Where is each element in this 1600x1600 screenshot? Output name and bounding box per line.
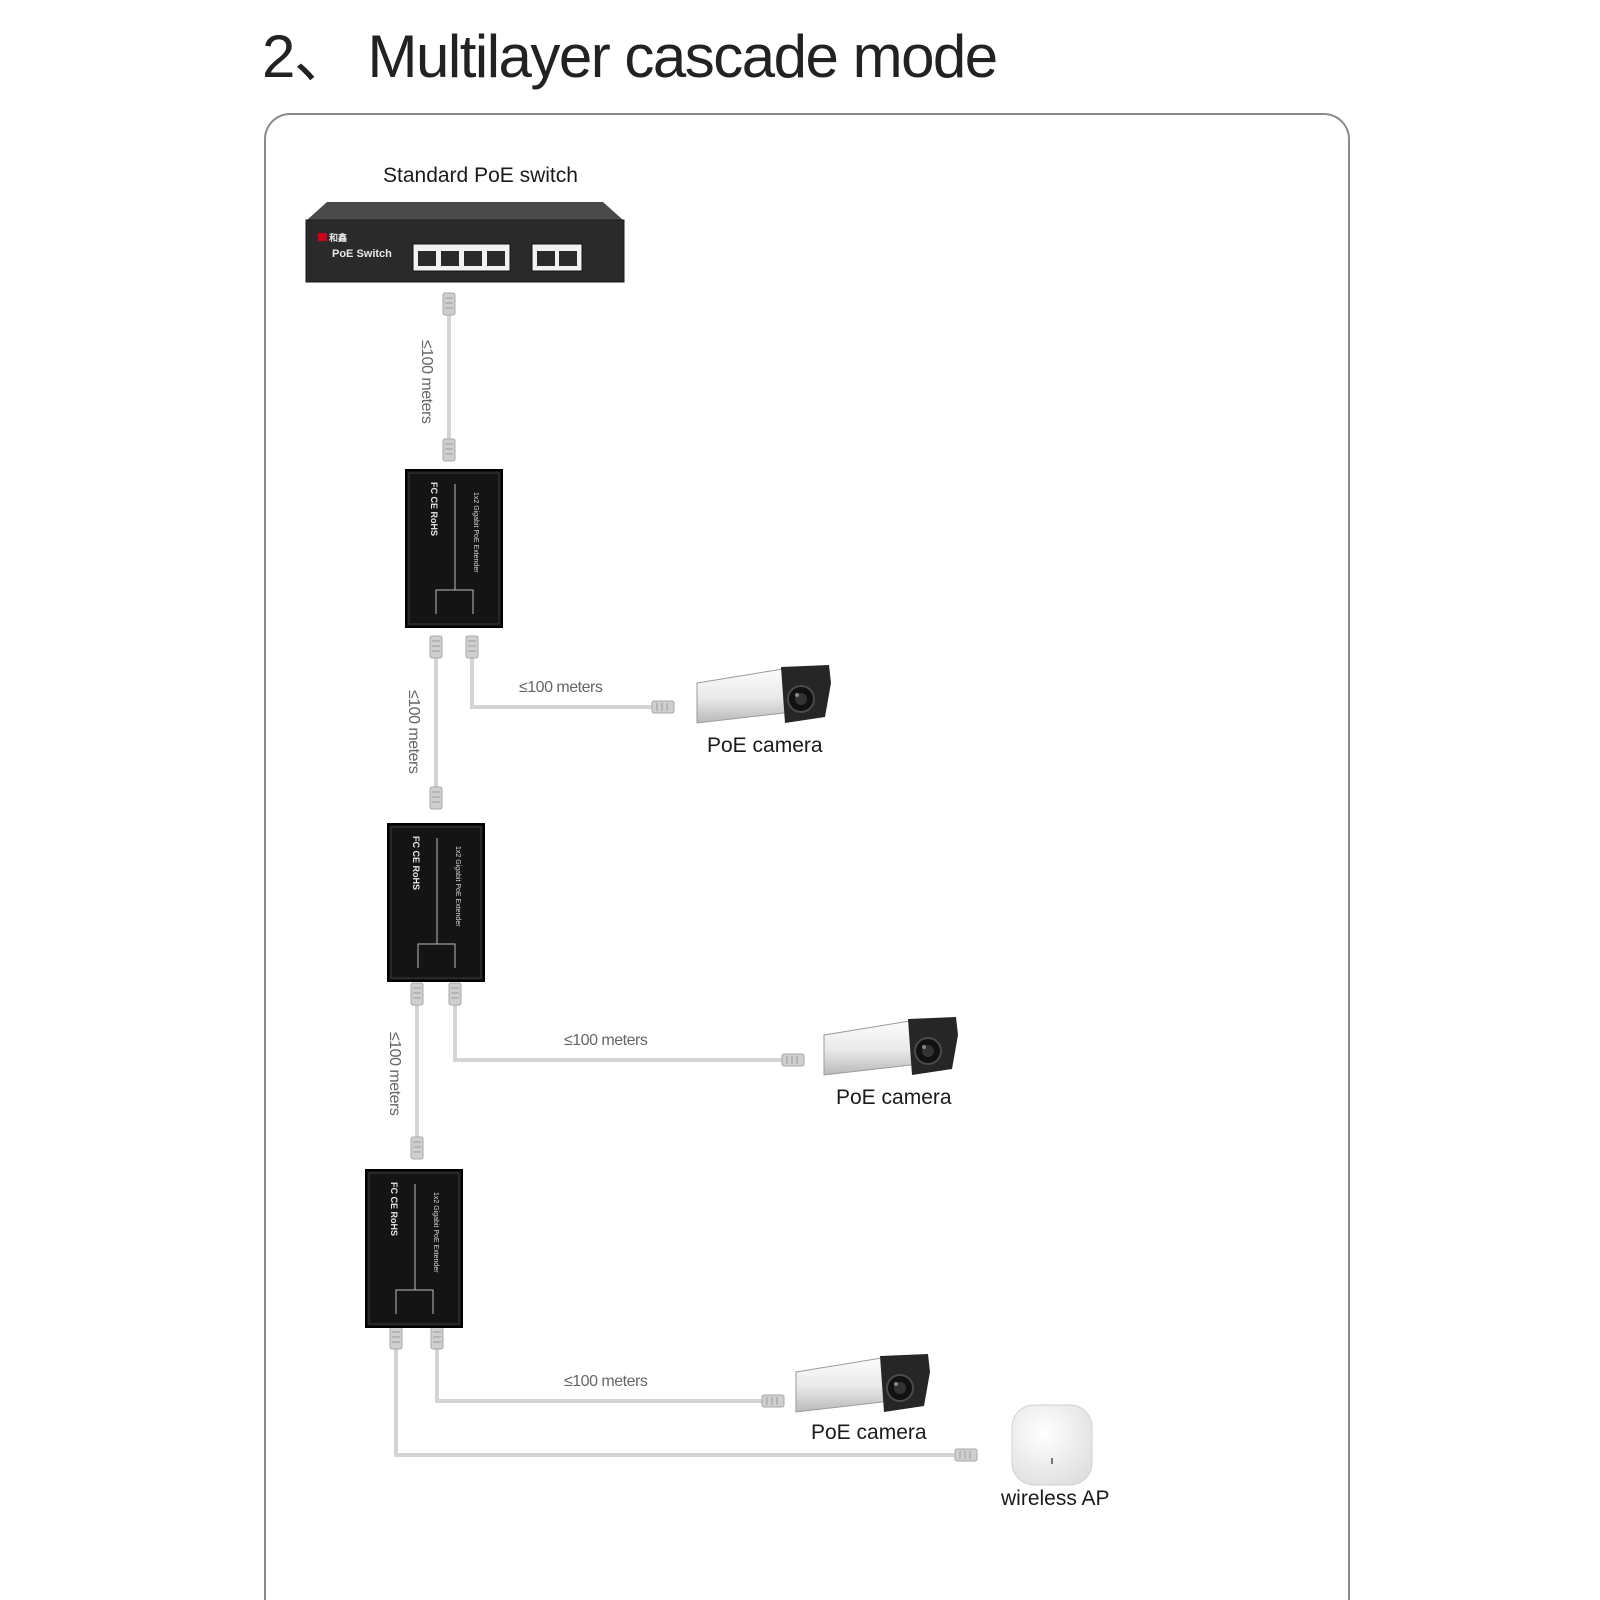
poe-camera-3 <box>795 1354 930 1413</box>
cable-extender-3-to-wireless-ap <box>394 1336 965 1457</box>
wireless-ap-label: wireless AP <box>1000 1487 1110 1510</box>
extender-1-model: 1x2 Gigabit PoE Extender <box>472 492 479 573</box>
diagram-panel <box>264 113 1350 1600</box>
camera-3-label: PoE camera <box>811 1421 927 1444</box>
page-title: 2、 Multilayer cascade mode <box>262 23 998 90</box>
camera-1-length: ≤100 meters <box>519 679 603 696</box>
extender-3-certs: FC CE RoHS <box>389 1182 399 1236</box>
switch-uplink-ports <box>531 243 583 272</box>
switch-name: PoE Switch <box>332 248 392 260</box>
network-cables <box>394 298 965 1457</box>
wireless-ap <box>1011 1404 1093 1486</box>
vertical-length-2: ≤100 meters <box>405 690 422 774</box>
camera-2-label: PoE camera <box>836 1086 952 1109</box>
poe-extender-2: FC CE RoHS 1x2 Gigabit PoE Extender <box>387 823 485 982</box>
poe-extender-3: FC CE RoHS 1x2 Gigabit PoE Extender <box>365 1169 463 1328</box>
switch-label: Standard PoE switch <box>383 164 578 187</box>
brand-logo-icon <box>318 233 327 241</box>
vertical-length-1: ≤100 meters <box>418 340 435 424</box>
extender-1-certs: FC CE RoHS <box>429 482 439 536</box>
switch-brand: 和鑫 <box>328 232 347 243</box>
poe-camera-1 <box>696 665 831 724</box>
cable-extender-3-to-camera-3 <box>435 1336 772 1403</box>
poe-extender-1: FC CE RoHS 1x2 Gigabit PoE Extender <box>405 469 503 628</box>
vertical-length-3: ≤100 meters <box>386 1032 403 1116</box>
camera-3-length: ≤100 meters <box>564 1373 648 1390</box>
extender-2-certs: FC CE RoHS <box>411 836 421 890</box>
poe-switch-device: 和鑫 PoE Switch <box>305 202 625 283</box>
extender-3-model: 1x2 Gigabit PoE Extender <box>432 1192 439 1273</box>
camera-1-label: PoE camera <box>707 734 823 757</box>
extender-2-model: 1x2 Gigabit PoE Extender <box>454 846 461 927</box>
ap-status-led <box>1051 1458 1053 1464</box>
cable-extender-2-to-camera-2 <box>453 992 792 1062</box>
switch-poe-ports <box>412 243 511 272</box>
camera-2-length: ≤100 meters <box>564 1032 648 1049</box>
poe-camera-2 <box>823 1017 958 1076</box>
cable-extender-1-to-camera-1 <box>470 646 662 709</box>
